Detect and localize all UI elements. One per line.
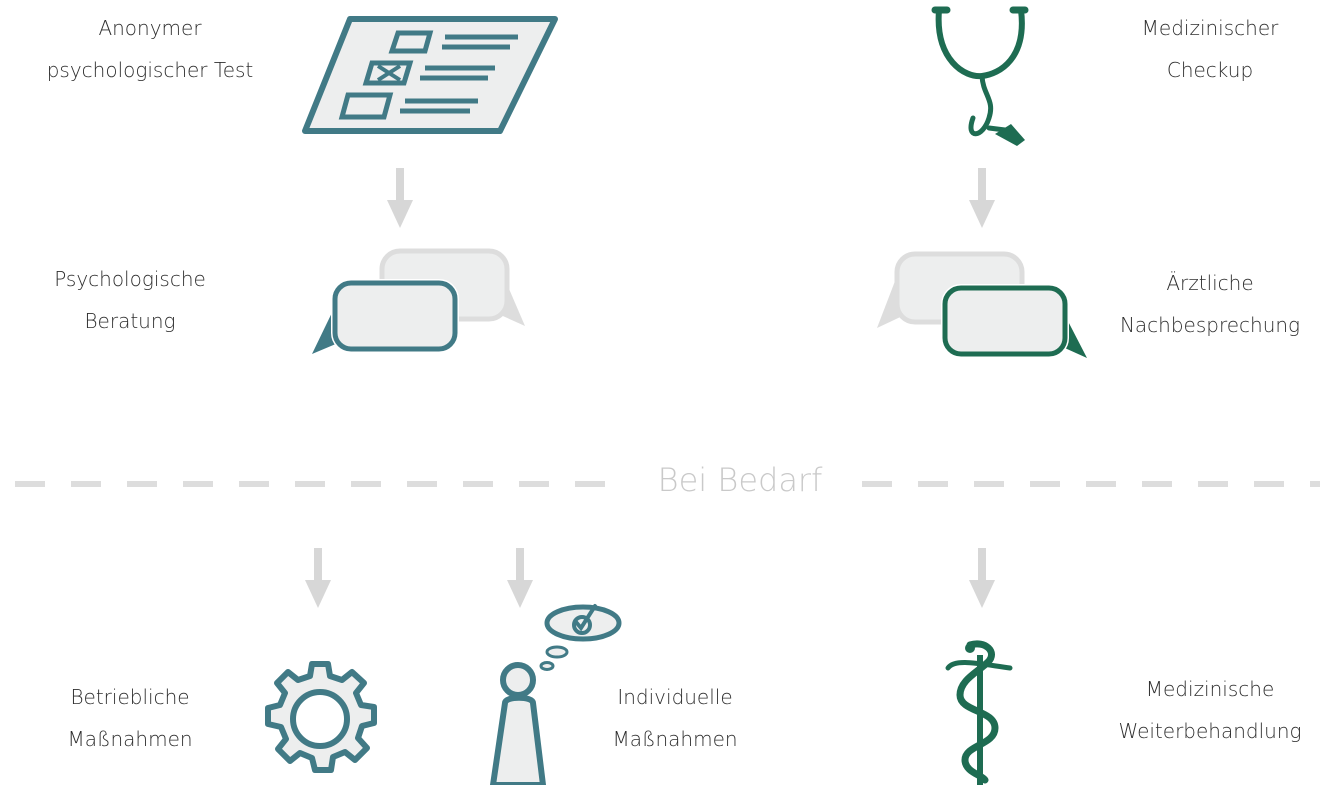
arrow-down-icon xyxy=(387,168,413,228)
caduceus-icon xyxy=(945,640,1013,785)
person-thought-icon xyxy=(490,604,622,785)
label-medical-checkup: Medizinischer Checkup xyxy=(1100,7,1320,91)
label-individual-measures: Individuelle Maßnahmen xyxy=(585,676,765,760)
label-line: Checkup xyxy=(1166,58,1254,82)
label-psych-test: Anonymer psychologischer Test xyxy=(20,7,280,91)
dashed-divider xyxy=(15,481,1320,487)
label-line: Medizinische xyxy=(1145,677,1275,701)
label-line: Maßnahmen xyxy=(612,727,738,751)
label-line: psychologischer Test xyxy=(46,58,254,82)
label-line: Anonymer xyxy=(98,16,202,40)
questionnaire-icon xyxy=(302,16,558,134)
label-line: Nachbesprechung xyxy=(1119,313,1301,337)
speech-bubbles-icon xyxy=(312,248,525,354)
label-line: Betriebliche xyxy=(70,685,190,709)
label-medical-treatment: Medizinische Weiterbehandlung xyxy=(1100,668,1320,752)
stethoscope-icon xyxy=(931,6,1029,146)
label-line: Medizinischer xyxy=(1141,16,1279,40)
label-doctor-debrief: Ärztliche Nachbesprechung xyxy=(1100,262,1320,346)
label-line: Ärztliche xyxy=(1166,271,1254,295)
label-psych-consulting: Psychologische Beratung xyxy=(20,258,240,342)
label-line: Beratung xyxy=(84,309,176,333)
speech-bubbles-icon xyxy=(877,251,1087,358)
gear-icon xyxy=(265,661,377,773)
label-company-measures: Betriebliche Maßnahmen xyxy=(40,676,220,760)
label-line: Weiterbehandlung xyxy=(1118,719,1302,743)
arrow-down-icon xyxy=(969,168,995,228)
label-line: Psychologische xyxy=(54,267,206,291)
label-line: Maßnahmen xyxy=(67,727,193,751)
label-line: Individuelle xyxy=(617,685,733,709)
divider-label: Bei Bedarf xyxy=(657,461,823,499)
arrow-down-icon xyxy=(969,548,995,608)
arrow-down-icon xyxy=(507,548,533,608)
arrow-down-icon xyxy=(305,548,331,608)
